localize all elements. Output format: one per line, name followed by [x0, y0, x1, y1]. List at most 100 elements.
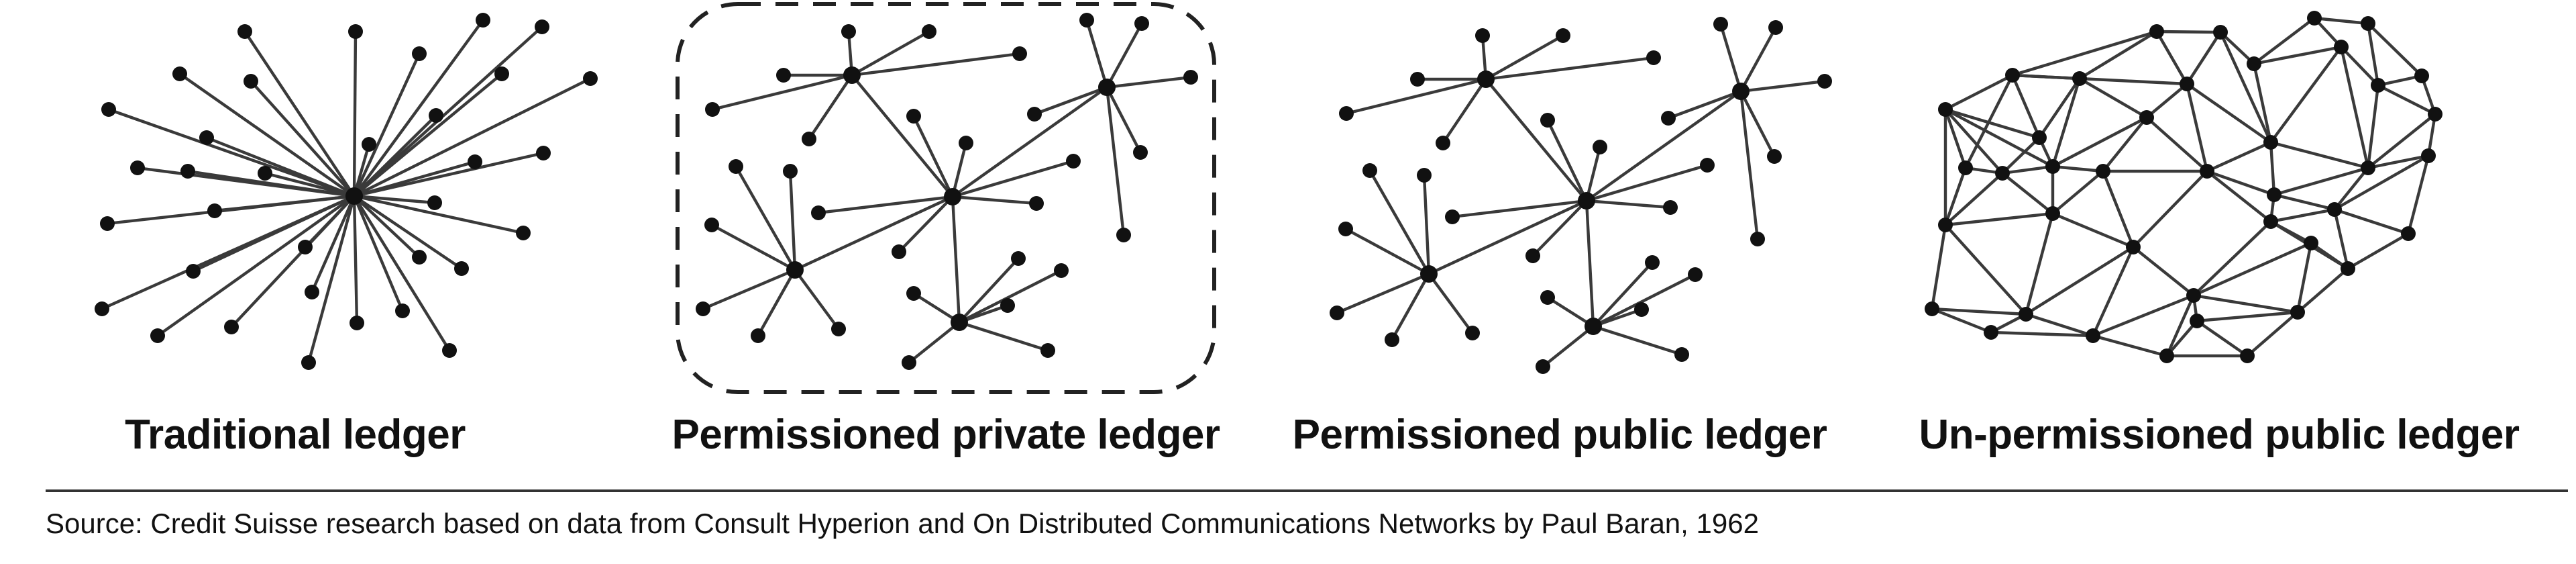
leaf-node	[1465, 326, 1480, 340]
spoke-edge	[1344, 77, 1488, 115]
leaf-node	[811, 205, 826, 220]
leaf-node	[1066, 154, 1081, 169]
spoke-edge	[352, 77, 592, 198]
leaf-node	[172, 66, 187, 81]
leaf-node	[1133, 145, 1148, 160]
leaf-node	[427, 195, 442, 210]
mesh-edge	[2010, 73, 2082, 81]
leaf-node	[1475, 28, 1490, 43]
leaf-node	[186, 264, 201, 279]
leaf-node	[535, 19, 549, 34]
leaf-node	[100, 216, 115, 231]
mesh-edge	[1943, 166, 1968, 227]
spoke-edge	[1085, 18, 1109, 89]
spoke-edge	[1484, 56, 1656, 81]
permissioned-private-ledger-network	[696, 13, 1198, 370]
spoke-edge	[352, 151, 545, 198]
leaf-node	[1079, 13, 1094, 28]
leaf-node	[412, 46, 427, 61]
leaf-node	[362, 137, 376, 152]
spoke-edge	[710, 223, 797, 272]
spoke-edge	[1335, 272, 1431, 315]
spoke-edge	[1739, 79, 1827, 93]
spoke-edge	[352, 194, 451, 352]
mesh-node	[2290, 305, 2305, 320]
hub-link-edge	[1427, 199, 1589, 276]
leaf-node	[1385, 332, 1399, 347]
mesh-edge	[2192, 220, 2273, 297]
mesh-node	[2240, 348, 2255, 363]
leaf-node	[199, 130, 214, 145]
mesh-edge	[2145, 82, 2189, 120]
mesh-edge	[2091, 245, 2135, 338]
leaf-node	[130, 160, 145, 175]
leaf-node	[1750, 232, 1765, 246]
permissioned-boundary	[676, 2, 1216, 394]
mesh-edge	[2205, 169, 2276, 197]
mesh-edge	[2192, 241, 2313, 297]
spoke-edge	[352, 194, 464, 271]
leaf-node	[1040, 343, 1055, 358]
spoke-edge	[1427, 272, 1474, 335]
leaf-node	[1713, 17, 1728, 32]
leaf-node	[95, 301, 109, 316]
mesh-node	[2334, 40, 2349, 54]
mesh-edge	[1943, 107, 2055, 169]
leaf-node	[180, 164, 195, 179]
mesh-edge	[2252, 16, 2316, 66]
leaf-node	[1645, 255, 1660, 270]
spoke-edge	[1484, 34, 1565, 81]
spoke-edge	[1546, 295, 1595, 328]
leaf-node	[494, 66, 509, 81]
spoke-edge	[951, 159, 1075, 199]
mesh-edge	[2272, 166, 2370, 197]
spoke-edge	[263, 171, 356, 198]
spoke-edge	[1531, 199, 1589, 258]
mesh-edge	[2332, 166, 2370, 211]
mesh-edge	[2205, 169, 2273, 224]
mesh-edge	[2376, 74, 2424, 87]
hub-node	[944, 188, 961, 205]
traditional-ledger-network	[95, 13, 598, 370]
leaf-node	[1674, 347, 1689, 362]
spoke-edge	[1719, 22, 1743, 93]
leaf-node	[1767, 149, 1782, 164]
mesh-node	[2428, 107, 2443, 122]
mesh-edge	[2366, 154, 2430, 170]
mesh-edge	[2185, 30, 2222, 86]
hub-link-edge	[793, 195, 955, 272]
leaf-node	[1000, 298, 1015, 313]
mesh-node	[1938, 102, 1953, 117]
mesh-node	[1958, 160, 1973, 175]
spoke-edge	[307, 194, 356, 365]
mesh-edge	[2205, 140, 2273, 173]
spoke-edge	[957, 256, 1020, 324]
mesh-edge	[1943, 211, 2055, 227]
leaf-node	[224, 320, 239, 334]
divider-rule	[46, 489, 2568, 492]
mesh-edge	[2145, 115, 2209, 173]
leaf-node	[802, 132, 816, 146]
spoke-edge	[1105, 85, 1126, 237]
leaf-node	[902, 355, 916, 370]
mesh-edge	[2218, 30, 2256, 66]
leaf-node	[1536, 359, 1550, 374]
leaf-node	[892, 244, 906, 259]
mesh-node	[2005, 68, 2020, 83]
leaf-node	[841, 24, 856, 39]
spoke-edge	[352, 194, 437, 205]
mesh-edge	[2192, 293, 2300, 314]
leaf-node	[395, 303, 410, 318]
spoke-edge	[243, 30, 356, 198]
spoke-edge	[912, 114, 955, 199]
spoke-edge	[1105, 75, 1193, 89]
mesh-edge	[2051, 169, 2105, 216]
mesh-node	[2200, 164, 2214, 179]
leaf-node	[1029, 196, 1044, 211]
panel-label-permissioned-public-ledger: Permissioned public ledger	[1292, 412, 1827, 458]
hub-node	[1477, 70, 1495, 88]
mesh-node	[2414, 68, 2429, 83]
spoke-edge	[1032, 85, 1109, 116]
mesh-edge	[2332, 207, 2350, 271]
leaf-node	[831, 322, 846, 336]
